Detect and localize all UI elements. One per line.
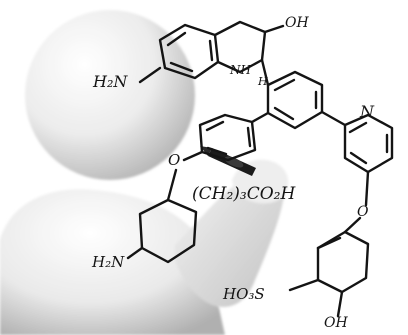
- label-n-pyridine: N: [360, 102, 374, 121]
- label-oh-top: OH: [285, 15, 309, 31]
- label-o-left: O: [168, 151, 181, 169]
- label-ho3s: HO₃S: [223, 285, 265, 303]
- label-chain: (CH₂)₃CO₂H: [192, 184, 296, 204]
- figure-body: [0, 189, 225, 335]
- label-oh-bottom: OH: [324, 315, 348, 331]
- figure-arm: [175, 169, 285, 308]
- label-o-right: O: [357, 204, 369, 220]
- label-h2n-bottom: H₂N: [92, 253, 125, 271]
- chemical-structure-drawing: [126, 20, 394, 318]
- label-nh-ring: NH: [230, 63, 251, 77]
- figure-head: [25, 10, 195, 180]
- label-h2n-left: H₂N: [93, 72, 128, 91]
- label-h-ring: H: [258, 75, 268, 88]
